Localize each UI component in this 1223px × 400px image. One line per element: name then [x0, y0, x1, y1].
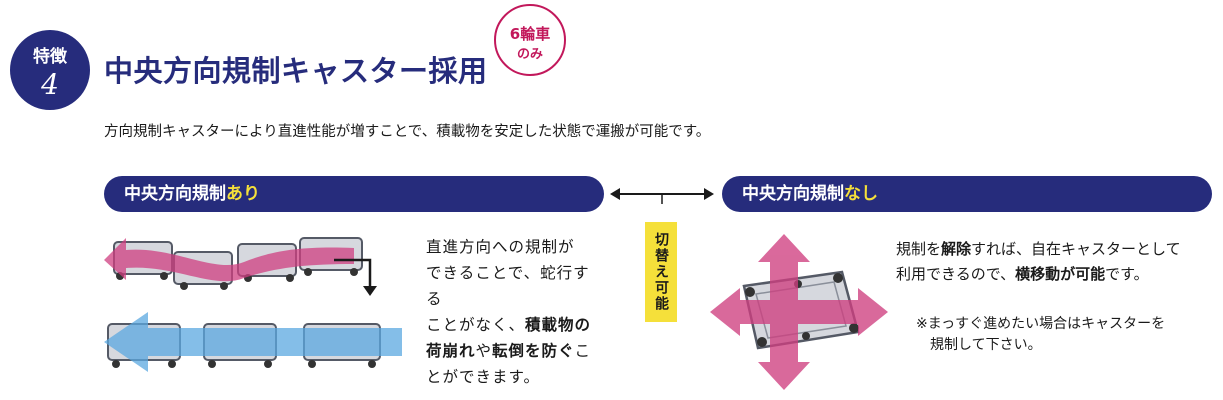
header-without-restriction-accent: なし: [844, 184, 878, 204]
description-restricted-line: 直進方向への規制が: [426, 238, 575, 256]
description-restricted: 直進方向への規制が できることで、蛇行する ことがなく、積載物の 荷崩れや転倒を…: [426, 234, 604, 390]
subtitle: 方向規制キャスターにより直進性能が増すことで、積載物を安定した状態で運搬が可能で…: [104, 124, 711, 140]
header-with-restriction-label: 中央方向規制: [124, 184, 226, 204]
four-way-arrow-icon: [710, 234, 888, 390]
cart-illustration-restricted: [104, 237, 402, 372]
description-unrestricted-line: 利用できるので、横移動が可能です。: [896, 265, 1149, 283]
header-with-restriction-accent: あり: [226, 184, 260, 204]
header-without-restriction-label: 中央方向規制: [742, 184, 844, 204]
cart-illustration-unrestricted: [710, 234, 888, 390]
down-arrow-icon: [334, 258, 372, 290]
double-arrow-icon: [610, 188, 714, 204]
caution-note-line: 規制して下さい。: [930, 337, 1042, 353]
description-restricted-line: 荷崩れや転倒を防ぐこ: [426, 342, 592, 360]
feature-label: 特徴: [33, 47, 67, 67]
six-wheel-badge-line2: のみ: [516, 47, 543, 62]
description-restricted-line: できることで、蛇行する: [426, 264, 590, 308]
description-unrestricted: 規制を解除すれば、自在キャスターとして 利用できるので、横移動が可能です。: [896, 237, 1216, 287]
feature-badge: 特徴 4: [10, 30, 90, 110]
caution-note: ※まっすぐ進めたい場合はキャスターを 規制して下さい。: [916, 314, 1206, 356]
feature-number: 4: [41, 68, 59, 101]
six-wheel-badge-line1: 6輪車: [509, 25, 551, 43]
description-unrestricted-line: 規制を解除すれば、自在キャスターとして: [896, 240, 1181, 258]
page-title: 中央方向規制キャスター採用: [104, 54, 488, 88]
six-wheel-badge: 6輪車 のみ: [494, 4, 566, 76]
caution-note-line: ※まっすぐ進めたい場合はキャスターを: [916, 316, 1166, 332]
switchable-label: 切替え可能: [645, 222, 677, 322]
zigzag-arrow-icon: [104, 238, 354, 282]
header-with-restriction: 中央方向規制あり: [104, 176, 604, 212]
straight-arrow-icon: [104, 312, 402, 372]
description-restricted-line: ことがなく、積載物の: [426, 316, 592, 334]
header-without-restriction: 中央方向規制なし: [722, 176, 1212, 212]
description-restricted-line: とができます。: [426, 368, 540, 386]
